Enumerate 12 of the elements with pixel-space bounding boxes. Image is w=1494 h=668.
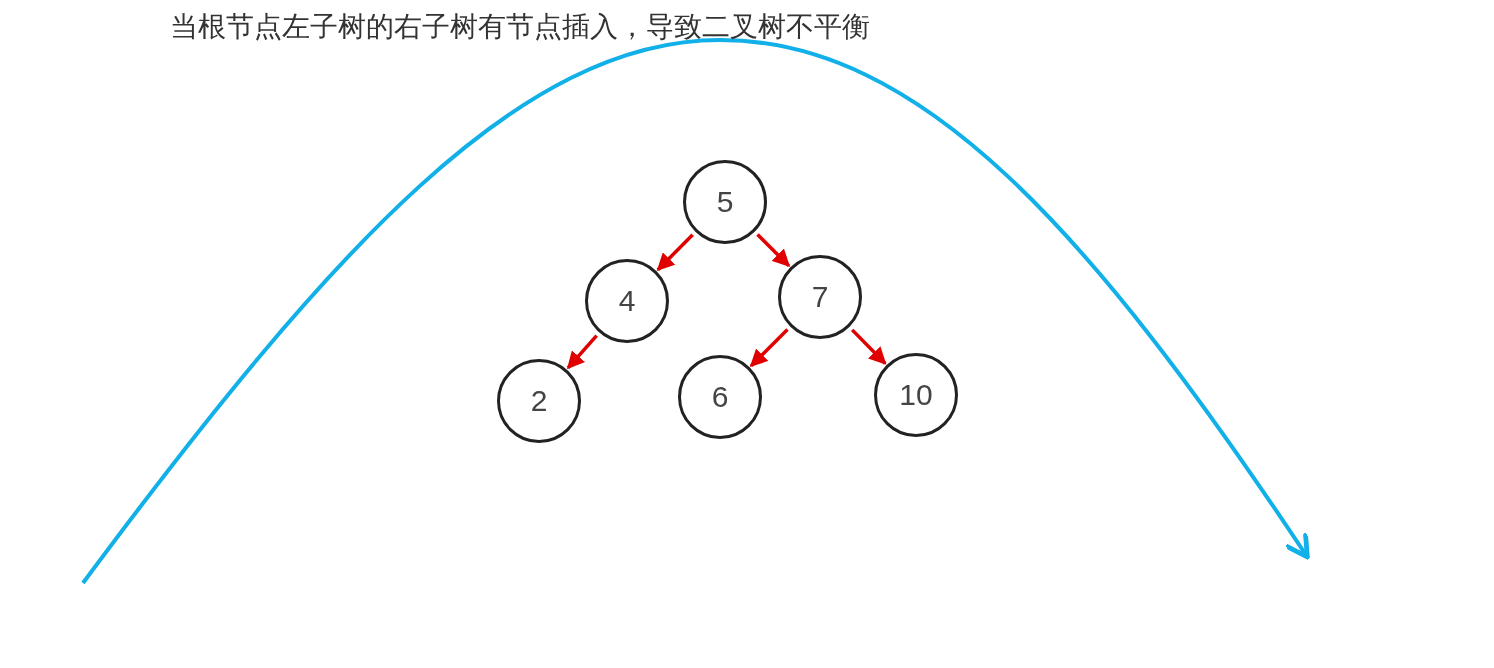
arrow: [850, 328, 887, 365]
tree-node: 2: [497, 359, 581, 443]
tree-node: 6: [678, 355, 762, 439]
title: 当根节点左子树的右子树有节点插入，导致二叉树不平衡: [170, 9, 870, 45]
tree-node: 4: [585, 259, 669, 343]
arrow: [656, 233, 694, 271]
arrow: [749, 328, 789, 368]
arrow: [756, 233, 791, 268]
arrow: [566, 334, 598, 370]
tree-node: 5: [683, 160, 767, 244]
tree-node: 10: [874, 353, 958, 437]
tree-node: 7: [778, 255, 862, 339]
